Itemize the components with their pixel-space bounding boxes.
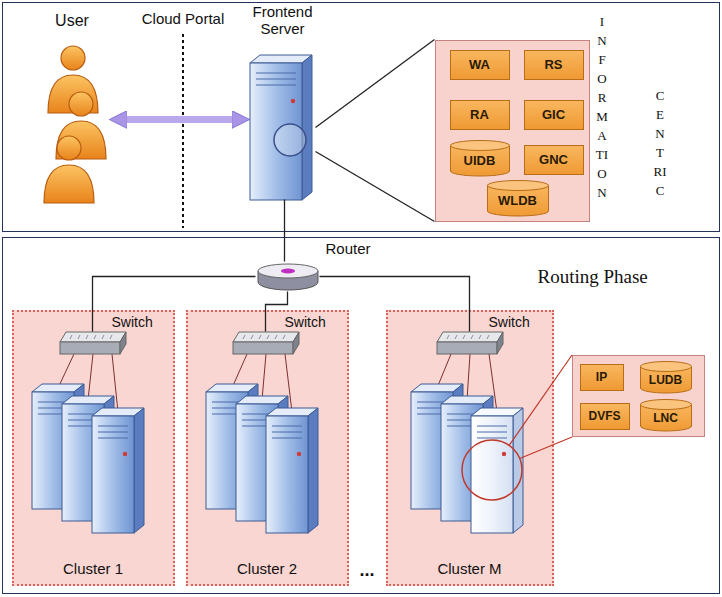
module-box: DVFS <box>580 403 630 430</box>
text-holder: GIC <box>525 101 583 129</box>
frontend-server: Frontend Server <box>250 55 316 200</box>
text-holder: Router <box>326 240 386 258</box>
switch-icon: Switch <box>233 332 299 354</box>
switch-picture <box>233 332 299 354</box>
router-icon: Router <box>256 262 320 292</box>
text-holder: INFORMATION <box>596 12 609 202</box>
node-label: LUDB <box>649 373 682 387</box>
switch-icon: Switch <box>437 332 503 354</box>
module-box: IP <box>580 364 624 391</box>
text-holder: CENTRIC <box>654 86 667 200</box>
link-line <box>266 292 288 332</box>
text-holder: User <box>35 12 110 30</box>
text-holder: WA <box>451 51 509 79</box>
node-label: Router <box>326 240 371 257</box>
text-holder: Cluster M <box>388 560 552 578</box>
zoom-leader <box>509 355 572 445</box>
node-label: GNC <box>539 152 568 167</box>
cluster-box: Cluster M Switch <box>386 310 554 586</box>
node-label: WA <box>469 57 490 72</box>
text-holder: Frontend Server <box>238 3 328 38</box>
node-label: IP <box>596 370 607 384</box>
node-label: UIDB <box>464 153 496 168</box>
portal-label: Cloud Portal <box>142 10 225 27</box>
text-holder: Cluster 2 <box>188 560 347 578</box>
switch-icon: Switch <box>60 332 126 354</box>
portal-divider <box>182 34 184 228</box>
text-holder: Switch <box>112 313 172 331</box>
module-box: GNC <box>524 145 584 175</box>
text-holder: Routing Phase <box>538 266 648 288</box>
text-holder: LUDB <box>640 361 692 393</box>
text-holder: Switch <box>285 313 345 331</box>
node-module-panel: IP LUDB DVFS LNC <box>572 355 705 437</box>
text-holder: RS <box>525 51 583 79</box>
text-holder: LNC <box>640 399 692 431</box>
switch-picture <box>60 332 126 354</box>
text-holder: Switch <box>489 313 549 331</box>
link-line <box>320 277 470 332</box>
database-cylinder: LNC <box>640 399 692 431</box>
module-box: RS <box>524 50 584 80</box>
users-picture <box>35 42 110 207</box>
router-picture <box>256 262 320 292</box>
user-icon: User <box>35 42 110 207</box>
node-label: DVFS <box>588 409 620 423</box>
region-title: Routing Phase <box>538 266 648 287</box>
node-label: RA <box>470 107 489 122</box>
label-holder: ... <box>352 560 382 581</box>
cluster-box: Cluster 2 Switch <box>186 310 349 586</box>
zoom-leader <box>520 437 572 459</box>
node-label: Switch <box>112 314 153 330</box>
information-centric-panel: INFORMATIONCENTRICUserFrontend ServerWAR… <box>2 2 720 232</box>
module-box: WA <box>450 50 510 80</box>
text-holder: RA <box>451 101 509 129</box>
module-box: GIC <box>524 100 584 130</box>
cluster-label: Cluster 2 <box>237 560 297 577</box>
node-label: Frontend Server <box>238 3 328 38</box>
module-panel: WA RS RA GIC UIDB GNC WLDB <box>435 40 590 222</box>
ellipsis: ... <box>359 560 374 580</box>
cluster-box: Cluster 1 Switch <box>12 310 175 586</box>
link-line <box>316 40 435 128</box>
text-holder: GNC <box>525 146 583 174</box>
database-cylinder: LUDB <box>640 361 692 393</box>
node-label: Switch <box>285 314 326 330</box>
text-holder: DVFS <box>581 404 629 429</box>
cluster-label: Cluster M <box>437 560 501 577</box>
link-line <box>284 200 285 262</box>
link-line <box>93 277 256 332</box>
request-arrow <box>126 116 234 123</box>
node-label: WLDB <box>498 193 537 208</box>
node-label: Switch <box>489 314 530 330</box>
region-title: INFORMATION <box>596 12 609 202</box>
database-cylinder: WLDB <box>487 180 549 216</box>
node-label: User <box>55 12 89 29</box>
node-label: RS <box>544 57 562 72</box>
cluster-label: Cluster 1 <box>63 560 123 577</box>
text-holder: UIDB <box>450 140 510 176</box>
region-title: CENTRIC <box>654 86 667 200</box>
node-label: LNC <box>653 411 678 425</box>
module-box: RA <box>450 100 510 130</box>
label-holder: Cloud Portal <box>133 10 233 28</box>
routing-phase-panel: Routing PhaseRouterCluster 1SwitchCluste… <box>2 237 720 594</box>
text-holder: WLDB <box>487 180 549 216</box>
text-holder: IP <box>581 365 623 390</box>
node-label: GIC <box>542 107 565 122</box>
switch-picture <box>437 332 503 354</box>
link-line <box>316 152 435 222</box>
text-holder: Cluster 1 <box>14 560 173 578</box>
server-picture <box>250 55 316 200</box>
database-cylinder: UIDB <box>450 140 510 176</box>
